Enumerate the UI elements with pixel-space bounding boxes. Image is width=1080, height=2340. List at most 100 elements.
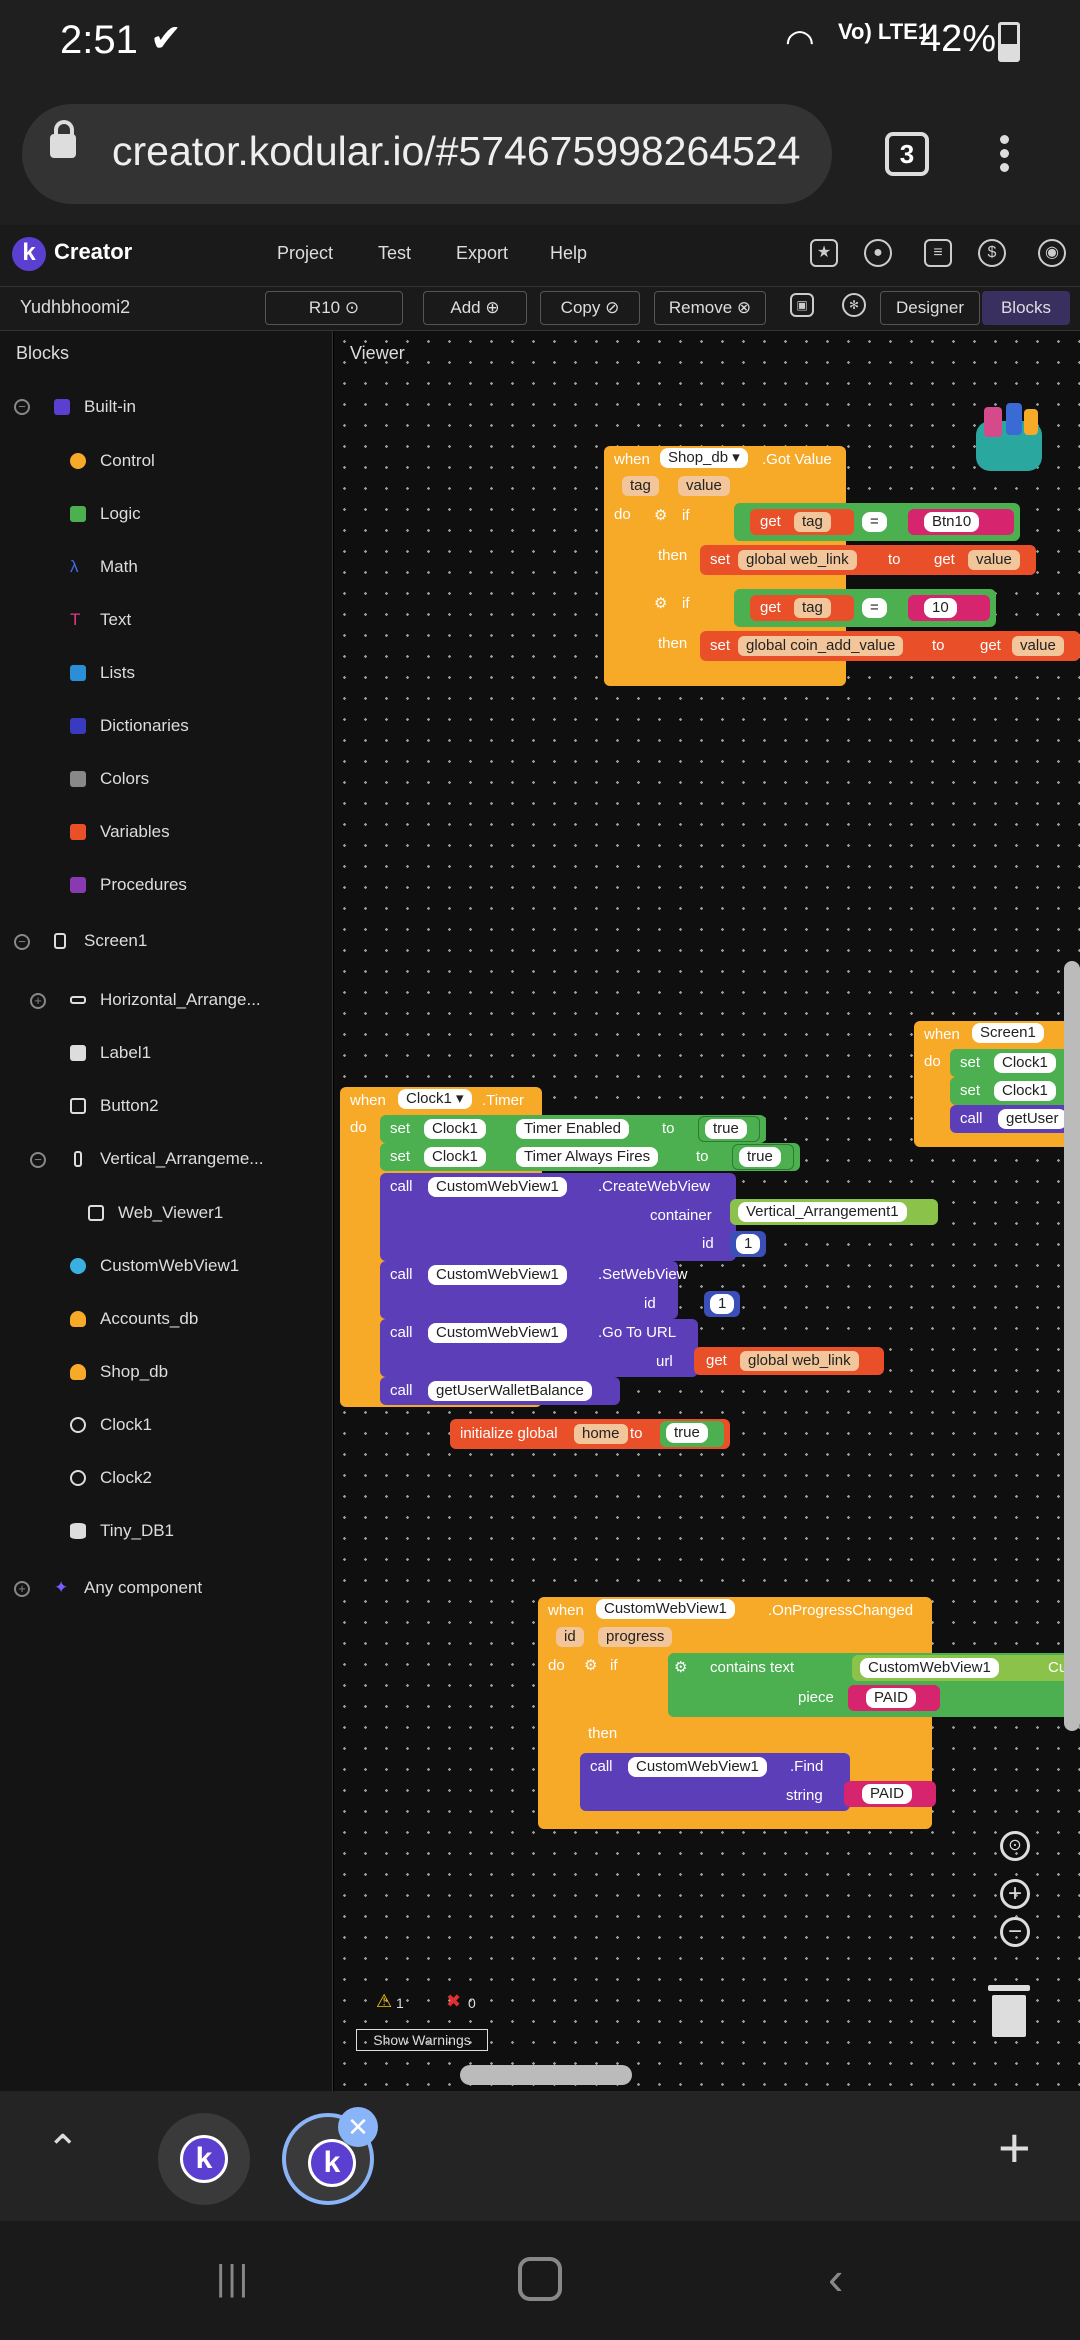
compare-block[interactable]: get tag = 10	[734, 589, 996, 627]
kodular-active-tab-button[interactable]: k	[282, 2113, 374, 2205]
call-set-webview-block[interactable]: call CustomWebView1 .SetWebView id	[380, 1261, 688, 1319]
text-literal-block[interactable]: PAID	[848, 1685, 940, 1711]
text-literal[interactable]: PAID	[866, 1688, 916, 1708]
zoom-out-icon[interactable]: −	[1000, 1917, 1030, 1947]
palette-icon[interactable]: ●	[864, 239, 892, 267]
true-block[interactable]: true	[732, 1144, 794, 1170]
account-icon[interactable]: ◉	[1038, 239, 1066, 267]
sidebar-item-clock2[interactable]: Clock2	[70, 1456, 152, 1500]
call-find-block[interactable]: call CustomWebView1 .Find string	[580, 1753, 850, 1811]
backpack-icon[interactable]	[968, 401, 1048, 481]
component-dropdown[interactable]: Shop_db ▾	[660, 448, 748, 468]
true-block[interactable]: true	[660, 1421, 724, 1447]
component-dropdown[interactable]: CustomWebView1	[428, 1177, 567, 1197]
call-goto-url-block[interactable]: call CustomWebView1 .Go To URL url	[380, 1319, 698, 1377]
variable-dropdown[interactable]: global web_link	[740, 1351, 859, 1371]
add-screen-button[interactable]: Add ⊕	[423, 291, 527, 325]
horizontal-scrollbar[interactable]	[460, 2065, 632, 2085]
sidebar-item-variables[interactable]: Variables	[70, 810, 170, 854]
screen-selector[interactable]: R10 ⊙	[265, 291, 403, 325]
set-global-block[interactable]: set global coin_add_value to get value	[700, 631, 1080, 661]
tag-dropdown[interactable]: tag	[794, 598, 831, 618]
gear-icon[interactable]: ⚙	[584, 1657, 598, 1674]
sidebar-item-control[interactable]: Control	[70, 439, 155, 483]
sidebar-item-accountsdb[interactable]: Accounts_db	[70, 1297, 198, 1341]
number-block[interactable]: 1	[730, 1231, 766, 1257]
component-dropdown[interactable]: Clock1	[994, 1053, 1056, 1073]
sidebar-item-tinydb1[interactable]: Tiny_DB1	[70, 1509, 174, 1553]
back-icon[interactable]: ‹	[828, 2252, 844, 2304]
param-tag[interactable]: tag	[622, 476, 659, 496]
set-timer-enabled-block[interactable]: set Clock1 Timer Enabled to true	[380, 1115, 766, 1143]
menu-project[interactable]: Project	[277, 243, 334, 263]
component-dropdown[interactable]: Clock1	[424, 1119, 486, 1139]
variable-dropdown[interactable]: global web_link	[738, 550, 857, 570]
sidebar-item-lists[interactable]: Lists	[70, 651, 135, 695]
tag-dropdown[interactable]: tag	[794, 512, 831, 532]
number-value[interactable]: 1	[710, 1294, 735, 1314]
set-timer-always-fires-block[interactable]: set Clock1 Timer Always Fires to true	[380, 1143, 800, 1171]
get-global-block[interactable]: get global web_link	[694, 1347, 884, 1375]
sidebar-item-dictionaries[interactable]: Dictionaries	[70, 704, 189, 748]
text-literal[interactable]: PAID	[862, 1784, 912, 1804]
sidebar-item-label1[interactable]: Label1	[70, 1031, 151, 1075]
vertical-scrollbar[interactable]	[1064, 961, 1080, 1731]
sidebar-item-screen1[interactable]: Screen1	[54, 919, 147, 963]
call-procedure-block[interactable]: call getUser	[950, 1105, 1080, 1133]
image-icon[interactable]: ▣	[790, 293, 814, 317]
component-dropdown[interactable]: Clock1 ▾	[398, 1089, 472, 1109]
bookmark-icon[interactable]: ★	[810, 239, 838, 267]
zoom-in-icon[interactable]: +	[1000, 1879, 1030, 1909]
gear-icon[interactable]: ⚙	[674, 1659, 688, 1676]
url-field[interactable]: creator.kodular.io/#574675998264524	[22, 104, 832, 204]
kodular-tab-button[interactable]: k	[158, 2113, 250, 2205]
call-wallet-block[interactable]: call getUserWalletBalance	[380, 1377, 620, 1405]
text-literal[interactable]: Btn10	[924, 512, 980, 532]
menu-export[interactable]: Export	[456, 243, 509, 263]
close-tab-icon[interactable]: ✕	[338, 2107, 378, 2147]
value-dropdown[interactable]: value	[1012, 636, 1064, 656]
collapse-screen-icon[interactable]: −	[14, 934, 30, 950]
param-progress[interactable]: progress	[598, 1627, 673, 1647]
recents-icon[interactable]: |||	[216, 2257, 251, 2298]
set-global-block[interactable]: set global web_link to get value	[700, 545, 1036, 575]
value-dropdown[interactable]: value	[968, 550, 1020, 570]
sidebar-item-builtin[interactable]: Built-in	[54, 385, 136, 429]
sidebar-item-horizontal[interactable]: Horizontal_Arrange...	[70, 978, 261, 1022]
component-block[interactable]: CustomWebView1 Cur	[852, 1655, 1080, 1681]
compare-block[interactable]: get tag = Btn10	[734, 503, 1020, 541]
sidebar-item-clock1[interactable]: Clock1	[70, 1403, 152, 1447]
screen1-initialize-event-block[interactable]: when Screen1 do set Clock1 set Clock1 ca…	[914, 1021, 1080, 1147]
component-dropdown[interactable]: Vertical_Arrangement1	[738, 1202, 907, 1222]
contains-text-block[interactable]: ⚙ contains text CustomWebView1 Cur piece…	[668, 1653, 1080, 1717]
docs-icon[interactable]: ≡	[924, 239, 952, 267]
center-icon[interactable]: ⊙	[1000, 1831, 1030, 1861]
gear-icon[interactable]: ⚙	[654, 595, 668, 612]
sidebar-item-shopdb[interactable]: Shop_db	[70, 1350, 168, 1394]
component-dropdown[interactable]: CustomWebView1	[628, 1757, 767, 1777]
sidebar-item-any-component[interactable]: ✦Any component	[54, 1566, 202, 1610]
procedure-dropdown[interactable]: getUser	[998, 1109, 1067, 1129]
home-icon[interactable]	[518, 2257, 562, 2301]
param-id[interactable]: id	[556, 1627, 584, 1647]
chevron-up-icon[interactable]: ⌃	[46, 2128, 80, 2172]
menu-help[interactable]: Help	[550, 243, 588, 263]
call-create-webview-block[interactable]: call CustomWebView1 .CreateWebView conta…	[380, 1173, 736, 1261]
component-dropdown[interactable]: CustomWebView1	[428, 1265, 567, 1285]
sidebar-item-button2[interactable]: Button2	[70, 1084, 159, 1128]
operator-dropdown[interactable]: =	[862, 512, 887, 532]
text-literal-block[interactable]: PAID	[844, 1781, 936, 1807]
sidebar-item-vertical[interactable]: Vertical_Arrangeme...	[70, 1137, 263, 1181]
settings-gear-icon[interactable]: ✻	[842, 293, 866, 317]
designer-button[interactable]: Designer	[880, 291, 980, 325]
set-clock-block[interactable]: set Clock1	[950, 1077, 1080, 1105]
show-warnings-button[interactable]: Show Warnings	[356, 2029, 488, 2051]
set-clock-block[interactable]: set Clock1	[950, 1049, 1080, 1077]
component-dropdown[interactable]: CustomWebView1	[860, 1658, 999, 1678]
trash-icon[interactable]	[988, 1981, 1030, 2037]
text-literal-block[interactable]: 10	[908, 595, 990, 621]
expand-any-icon[interactable]: +	[14, 1581, 30, 1597]
get-tag-block[interactable]: get tag	[750, 595, 854, 621]
